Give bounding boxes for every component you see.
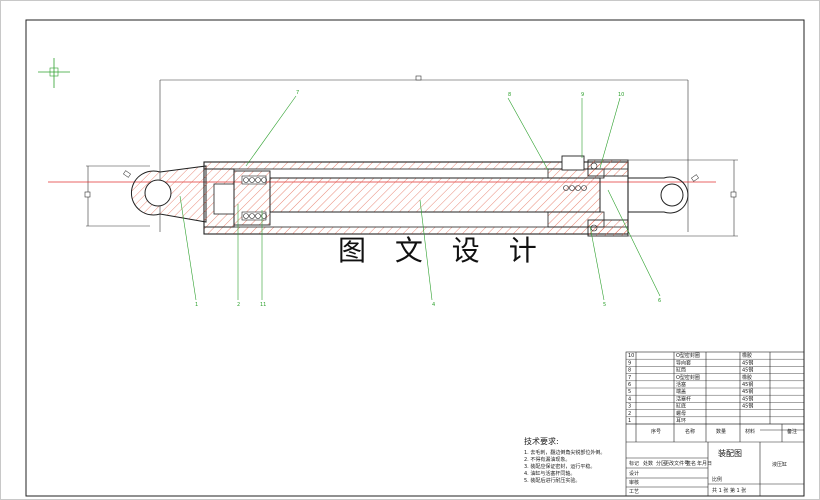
title-block-fields: 装配图 液压缸 标记 处数 分区 更改文件号 签名 年月日 设计 审核 工艺 比… [629,448,787,495]
part-number: 10 [628,353,634,359]
notes-line: 3. 装配应保证密封，运行平稳。 [524,463,595,470]
part-number: 8 [628,368,631,374]
cylinder-barrel [203,161,629,235]
part-number: 9 [628,360,631,366]
part-number: 1 [628,418,631,424]
part-material: 45钢 [742,403,753,410]
part-material: 45钢 [742,367,753,374]
row-label: 更改文件号 [664,460,689,467]
part-name: 耳环 [676,418,686,424]
leader-label: 4 [432,302,435,308]
drawing-name: 装配图 [718,448,742,458]
part-name: 活塞杆 [676,395,691,402]
left-rod-eye [130,165,207,223]
technical-notes: 技术要求: 1. 去毛刺，翻边倒角尖锐部位外倒。 2. 不得有漏油现象。 3. … [524,436,605,484]
part-name: 缸筒 [676,367,686,374]
row-label: 年月日 [697,460,712,467]
design-label: 设计 [629,470,639,477]
part-name: 活塞 [676,381,686,388]
inner-frame-border [25,19,805,497]
header-cell: 名称 [685,428,695,435]
row-label: 标记 [629,460,639,467]
leader-lines [179,95,661,301]
part-material: 45钢 [742,395,753,402]
leader-labels: 7 8 9 10 1 2 11 4 5 6 [195,90,661,308]
company-name: 液压缸 [772,461,787,468]
leader-label: 2 [237,302,240,308]
notes-title: 技术要求: [524,436,559,446]
part-name: 螺母 [676,410,686,417]
leader-label: 10 [618,92,624,98]
watermark-text: 图 文 设 计 [338,234,547,267]
part-number: 6 [628,382,631,388]
part-name: 导向套 [676,359,691,366]
part-number: 4 [628,396,631,402]
part-number: 7 [628,375,631,381]
leader-label: 5 [603,302,606,308]
part-material: 45钢 [742,359,753,366]
part-number: 5 [628,389,631,395]
part-material: 橡胶 [742,352,752,359]
piston-rod [269,177,601,213]
part-material: 45钢 [742,388,753,395]
guide-sleeve [547,155,629,237]
notes-line: 5. 装配后进行耐压实验。 [524,477,580,484]
leader-label: 8 [508,92,511,98]
part-material: 橡胶 [742,374,752,381]
parts-header: 序号 名称 数量 材料 备注 [651,428,797,435]
part-material: 45钢 [742,381,753,388]
approve-label: 审核 [629,479,639,486]
part-number: 2 [628,411,631,417]
header-cell: 序号 [651,428,661,435]
piston [233,170,271,226]
sheet-count: 共 1 张 第 1 张 [712,487,746,494]
row-label: 分区 [656,460,666,467]
leader-label: 9 [581,92,584,98]
left-height-dimension [84,165,150,227]
crosshair-icon [38,58,70,88]
header-cell: 材料 [745,428,755,435]
header-cell: 备注 [787,428,797,435]
scale-label: 比例 [712,476,722,483]
header-cell: 数量 [716,428,726,435]
leader-label: 6 [658,298,661,304]
right-rod-eye [627,176,689,214]
row-label: 签名 [686,460,696,467]
row-label: 处数 [643,460,653,467]
part-name: O型密封圈 [676,374,700,381]
leader-label: 1 [195,302,198,308]
process-label: 工艺 [629,489,639,495]
right-height-dimension [628,159,738,237]
part-name: 端盖 [676,388,686,395]
leader-label: 7 [296,90,299,96]
notes-line: 1. 去毛刺，翻边倒角尖锐部位外倒。 [524,449,605,456]
part-name: O型密封圈 [676,352,700,359]
notes-line: 4. 油缸与活塞杆同轴。 [524,470,575,477]
part-name: 缸底 [676,403,686,410]
leader-label: 11 [260,302,266,308]
part-number: 3 [628,404,631,410]
notes-line: 2. 不得有漏油现象。 [524,456,570,463]
